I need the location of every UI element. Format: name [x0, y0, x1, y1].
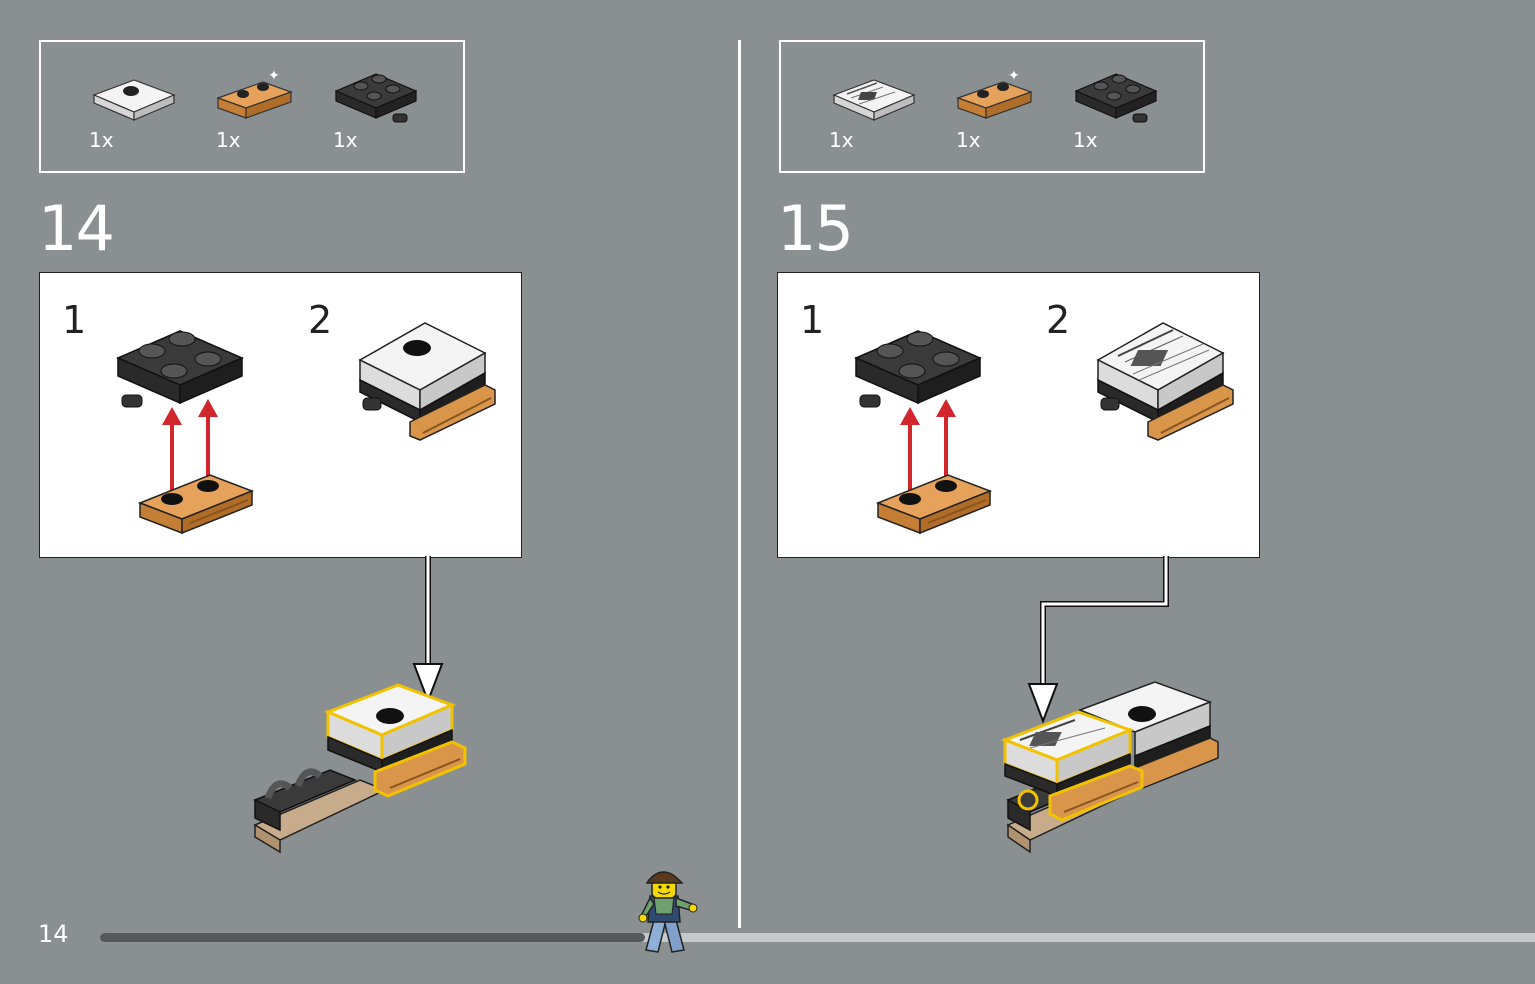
- page-number: 14: [38, 920, 69, 948]
- assembly-illustration-step-14: [253, 683, 467, 854]
- substep-1-illustration: [854, 330, 993, 535]
- substep-number: 2: [308, 298, 333, 342]
- substep-panel-step-14: 1 2: [39, 272, 522, 558]
- step-number: 15: [777, 192, 854, 265]
- newspaper-tile-icon: [832, 79, 916, 121]
- substep-number: 1: [800, 298, 825, 342]
- minifigure-icon: [638, 871, 698, 953]
- part-qty: 1x: [216, 128, 241, 152]
- svg-text:✦: ✦: [268, 68, 280, 84]
- white-tile-with-stud-icon: [92, 79, 176, 121]
- substep-number: 1: [62, 298, 87, 342]
- substep-2-illustration: [358, 322, 496, 441]
- page-divider: [738, 40, 741, 928]
- tan-plate-with-rail-icon: ✦: [956, 68, 1033, 119]
- dark-gray-plate-with-pin-icon: [1074, 73, 1158, 123]
- parts-list-step-15: 1x ✦ 1x 1x: [779, 40, 1205, 173]
- parts-list-step-14: 1x ✦ 1x 1x: [39, 40, 465, 173]
- assembly-illustration-step-15: [1000, 681, 1219, 854]
- part-qty: 1x: [829, 128, 854, 152]
- tan-plate-with-rail-icon: ✦: [216, 68, 293, 119]
- dark-gray-plate-with-pin-icon: [334, 73, 418, 123]
- connector-arrow: [412, 556, 444, 704]
- substep-number: 2: [1046, 298, 1071, 342]
- progress-track: [100, 933, 1535, 942]
- part-qty: 1x: [89, 128, 114, 152]
- step-number: 14: [38, 192, 115, 265]
- substep-1-illustration: [116, 330, 255, 535]
- connector-arrow: [1027, 556, 1169, 724]
- part-qty: 1x: [956, 128, 981, 152]
- part-qty: 1x: [333, 128, 358, 152]
- svg-text:✦: ✦: [1008, 68, 1020, 84]
- progress-fill: [100, 933, 645, 942]
- substep-panel-step-15: 1 2: [777, 272, 1260, 558]
- substep-2-illustration: [1096, 322, 1234, 441]
- part-qty: 1x: [1073, 128, 1098, 152]
